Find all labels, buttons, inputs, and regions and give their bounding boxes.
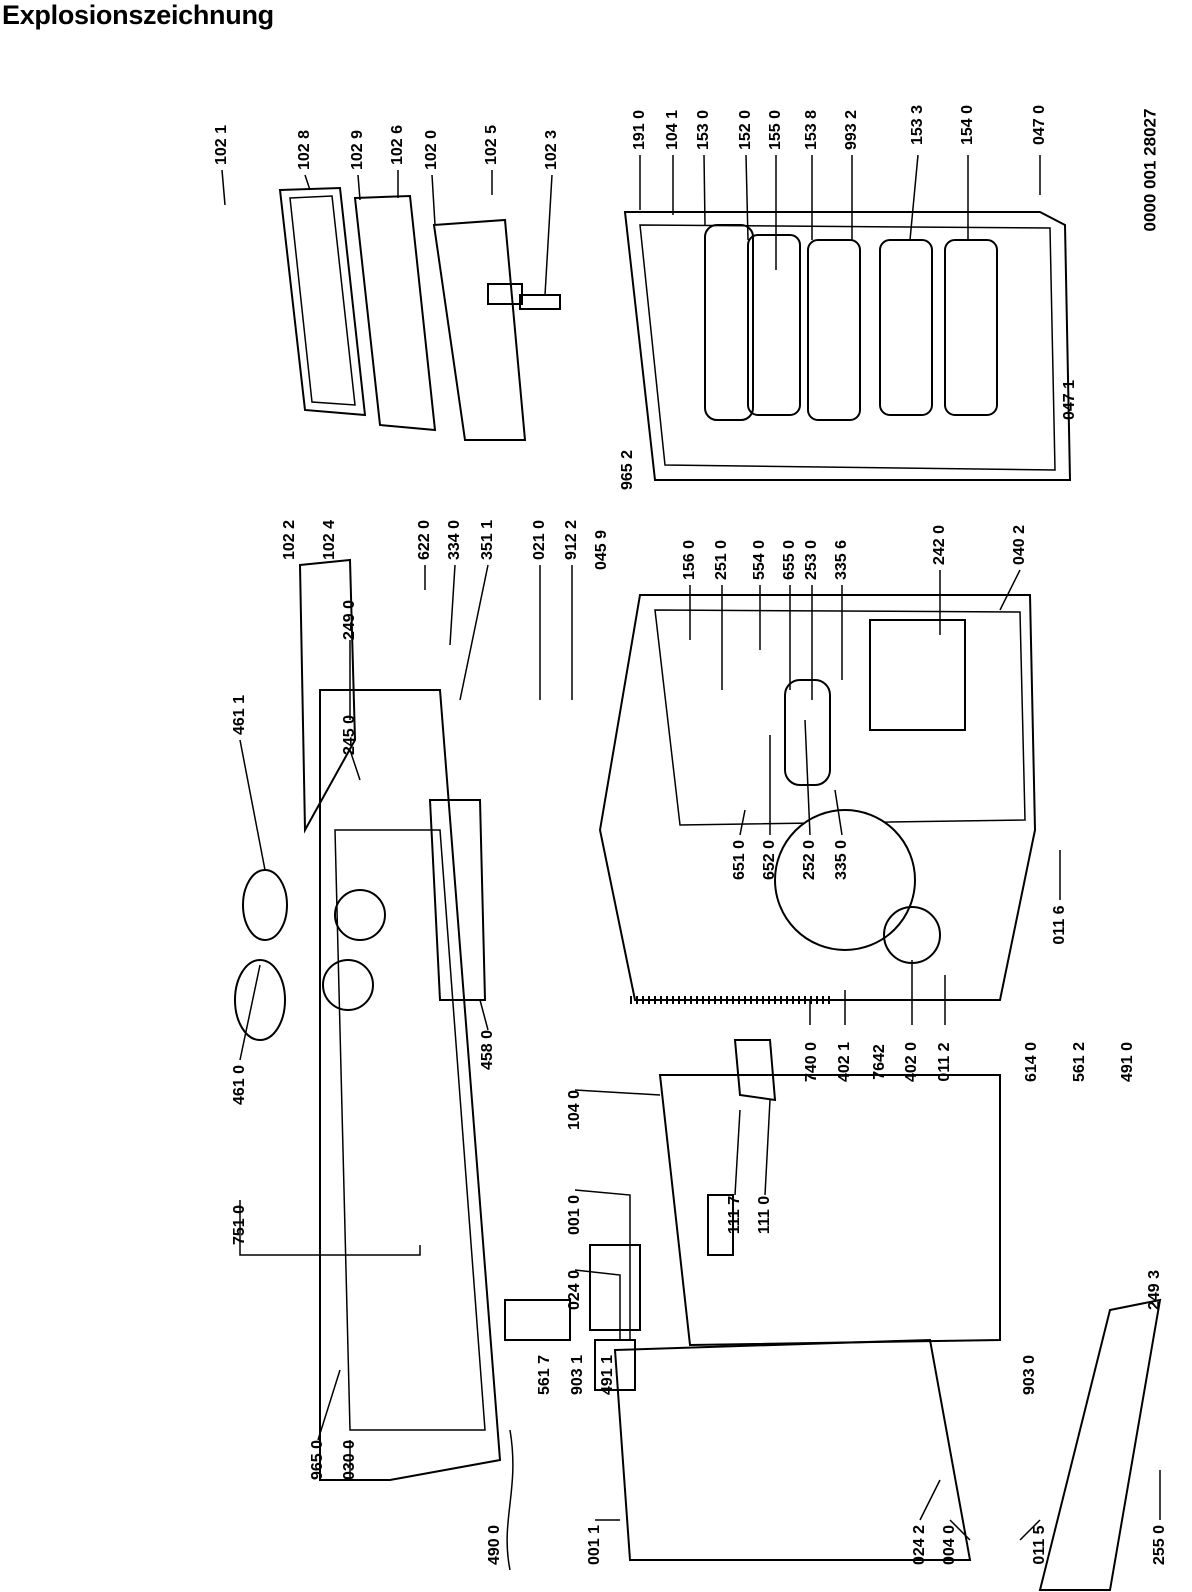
part-label: 040 2	[1011, 524, 1028, 566]
part-label: 335 0	[833, 839, 850, 881]
part-label: 153 3	[909, 104, 926, 146]
part-label: 102 4	[321, 519, 338, 561]
part-label: 651 0	[731, 839, 748, 881]
part-label: 104 1	[664, 109, 681, 151]
door-panels	[278, 186, 561, 441]
part-label: 001 1	[586, 1524, 603, 1566]
part-label: 491 1	[599, 1354, 616, 1396]
part-label: 7642	[871, 1044, 888, 1080]
cabinet	[598, 594, 1037, 1004]
worktop	[234, 558, 502, 1481]
part-label: 461 0	[231, 1064, 248, 1106]
part-label: 011 6	[1051, 905, 1068, 945]
part-label: 004 0	[941, 1524, 958, 1566]
page-title: Explosionszeichnung	[2, 0, 274, 30]
part-label: 047 0	[1031, 104, 1048, 146]
leader-lines	[221, 154, 1161, 1541]
part-label: 245 0	[341, 714, 358, 756]
part-label: 102 1	[213, 124, 230, 166]
part-label: 021 0	[531, 519, 548, 561]
part-label: 402 1	[836, 1041, 853, 1083]
part-label: 153 8	[803, 109, 820, 151]
part-label: 155 0	[767, 109, 784, 151]
part-label: 102 3	[543, 129, 560, 171]
part-label: 102 2	[281, 519, 298, 561]
part-label: 242 0	[931, 524, 948, 566]
part-label: 402 0	[903, 1041, 920, 1083]
part-label: 655 0	[781, 539, 798, 581]
part-label: 102 9	[349, 129, 366, 171]
part-label: 011 2	[936, 1042, 953, 1082]
part-label: 154 0	[959, 104, 976, 146]
part-label: 030 0	[341, 1439, 358, 1481]
part-label: 965 0	[309, 1439, 326, 1481]
part-label: 903 0	[1021, 1354, 1038, 1396]
part-label: 001 0	[566, 1194, 583, 1236]
part-label: 191 0	[631, 109, 648, 151]
part-label: 965 2	[619, 449, 636, 491]
part-label: 993 2	[843, 109, 860, 151]
part-label: 024 0	[566, 1269, 583, 1311]
part-label: 104 0	[566, 1089, 583, 1131]
part-label: 111 7	[726, 1195, 743, 1235]
lower-panels	[504, 1039, 1162, 1591]
part-label: 253 0	[803, 539, 820, 581]
part-label: 751 0	[231, 1204, 248, 1246]
part-label: 102 5	[483, 124, 500, 166]
part-label: 912 2	[563, 519, 580, 561]
part-label: 561 7	[536, 1354, 553, 1396]
part-label: 249 0	[341, 599, 358, 641]
part-label: 461 1	[231, 694, 248, 736]
part-label: 024 2	[911, 1524, 928, 1566]
part-label: 335 6	[833, 539, 850, 581]
part-label: 614 0	[1023, 1041, 1040, 1083]
part-label: 903 1	[569, 1354, 586, 1396]
part-label: 740 0	[803, 1041, 820, 1083]
part-label: 561 2	[1071, 1041, 1088, 1083]
part-label: 111 0	[756, 1195, 773, 1235]
part-label: 249 3	[1146, 1269, 1163, 1311]
part-label: 102 6	[389, 124, 406, 166]
part-label: 458 0	[479, 1029, 496, 1071]
part-label: 334 0	[446, 519, 463, 561]
part-label: 102 0	[423, 129, 440, 171]
part-label: 490 0	[486, 1524, 503, 1566]
part-label: 251 0	[713, 539, 730, 581]
part-label: 652 0	[761, 839, 778, 881]
part-label: 045 9	[593, 529, 610, 571]
part-label: 554 0	[751, 539, 768, 581]
part-label: 622 0	[416, 519, 433, 561]
part-label: 152 0	[737, 109, 754, 151]
part-label: 153 0	[695, 109, 712, 151]
part-label: 156 0	[681, 539, 698, 581]
part-label: 491 0	[1119, 1041, 1136, 1083]
part-label: 047 1	[1061, 379, 1078, 421]
door-assembly	[623, 211, 1072, 481]
part-label: 252 0	[801, 839, 818, 881]
part-label: 255 0	[1151, 1524, 1168, 1566]
document-number: 0000 001 28027	[1140, 108, 1160, 232]
part-label: 102 8	[296, 129, 313, 171]
part-label: 351 1	[479, 519, 496, 561]
part-label: 011 5	[1031, 1525, 1048, 1565]
